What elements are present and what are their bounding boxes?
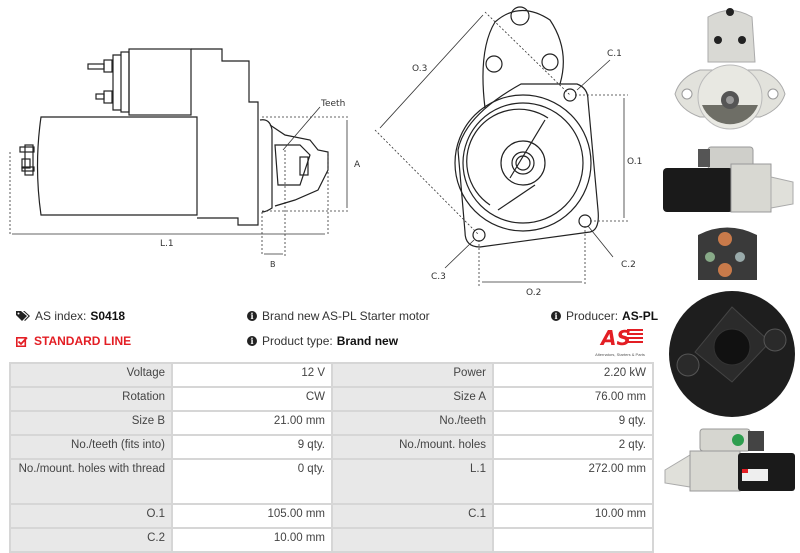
spec-value: 10.00 mm — [492, 503, 654, 529]
photo-solenoid-terminals[interactable] — [690, 225, 765, 285]
tags-icon — [16, 311, 30, 321]
description-text: Brand new AS-PL Starter motor — [262, 309, 430, 323]
spec-label: C.1 — [331, 503, 494, 529]
producer: i Producer: AS-PL — [551, 309, 658, 323]
length-l1-label: L.1 — [160, 239, 174, 249]
standard-line-label: STANDARD LINE — [34, 334, 132, 348]
teeth-label: Teeth — [320, 99, 345, 109]
spec-value: 9 qty. — [171, 434, 333, 460]
specifications-table: Voltage 12 V Power 2.20 kW Rotation CW S… — [9, 362, 654, 553]
spec-value: 9 qty. — [492, 410, 654, 436]
as-logo-icon: AS — [599, 326, 643, 350]
spec-label: No./teeth — [331, 410, 494, 436]
o3-label: O.3 — [412, 64, 427, 74]
spec-label — [331, 527, 494, 553]
table-row: No./mount. holes with thread 0 qty. L.1 … — [9, 458, 654, 505]
table-row: Voltage 12 V Power 2.20 kW — [9, 362, 654, 388]
spec-label: O.1 — [9, 503, 173, 529]
spec-label: C.2 — [9, 527, 173, 553]
size-a-label: A — [354, 160, 361, 170]
product-description: i Brand new AS-PL Starter motor — [247, 309, 430, 323]
photo-side-view-top[interactable] — [658, 142, 798, 217]
product-type-value: Brand new — [336, 334, 399, 348]
photo-rear-cap[interactable] — [660, 282, 800, 422]
spec-label: Rotation — [9, 386, 173, 412]
checkbox-checked-icon — [16, 336, 28, 347]
table-row: C.2 10.00 mm — [9, 527, 654, 553]
spec-label: No./teeth (fits into) — [9, 434, 173, 460]
table-row: Size B 21.00 mm No./teeth 9 qty. — [9, 410, 654, 436]
spec-label: L.1 — [331, 458, 494, 505]
table-row: No./teeth (fits into) 9 qty. No./mount. … — [9, 434, 654, 460]
product-type-label: Product type: — [262, 334, 333, 348]
size-b-label: B — [270, 260, 276, 269]
spec-label: Power — [331, 362, 494, 388]
as-index-label: AS index: — [35, 309, 87, 323]
spec-value: 10.00 mm — [171, 527, 333, 553]
as-index: AS index: S0418 — [16, 309, 125, 323]
spec-value: 2 qty. — [492, 434, 654, 460]
info-icon: i — [247, 311, 257, 321]
producer-value: AS-PL — [622, 309, 659, 323]
spec-value: 272.00 mm — [492, 458, 654, 505]
as-pl-logo: AS Alternators, Starters & Parts — [585, 326, 655, 357]
c1-label: C.1 — [607, 49, 622, 59]
spec-label: No./mount. holes with thread — [9, 458, 173, 505]
info-icon: i — [247, 336, 257, 346]
spec-value: 12 V — [171, 362, 333, 388]
info-icon: i — [551, 311, 561, 321]
spec-label: Size B — [9, 410, 173, 436]
table-row: O.1 105.00 mm C.1 10.00 mm — [9, 503, 654, 529]
spec-value — [492, 527, 654, 553]
as-index-value: S0418 — [90, 309, 126, 323]
spec-label: No./mount. holes — [331, 434, 494, 460]
product-type: i Product type: Brand new — [247, 334, 398, 348]
o1-label: O.1 — [627, 157, 642, 167]
svg-text:AS: AS — [599, 326, 631, 348]
spec-label: Voltage — [9, 362, 173, 388]
table-row: Rotation CW Size A 76.00 mm — [9, 386, 654, 412]
spec-label: Size A — [331, 386, 494, 412]
spec-value: 0 qty. — [171, 458, 333, 505]
o2-label: O.2 — [526, 288, 541, 298]
photo-front-view[interactable] — [660, 2, 795, 140]
producer-label: Producer: — [566, 309, 619, 323]
standard-line-badge: STANDARD LINE — [16, 334, 131, 348]
side-view-diagram: Teeth A B L.1 — [9, 48, 361, 269]
front-view-diagram: O.3 C.1 O.1 C.2 C.3 O.2 — [374, 6, 642, 298]
spec-value: 2.20 kW — [492, 362, 654, 388]
spec-value: CW — [171, 386, 333, 412]
spec-value: 105.00 mm — [171, 503, 333, 529]
logo-tagline: Alternators, Starters & Parts — [595, 352, 645, 357]
photo-side-view-bottom[interactable] — [660, 425, 800, 495]
c3-label: C.3 — [431, 272, 446, 282]
c2-label: C.2 — [621, 260, 636, 270]
spec-value: 21.00 mm — [171, 410, 333, 436]
spec-value: 76.00 mm — [492, 386, 654, 412]
